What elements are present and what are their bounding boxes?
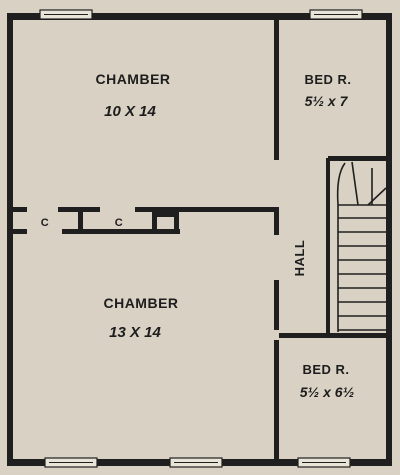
bed-bottom-size: 5½ x 6½ bbox=[300, 384, 355, 400]
chamber-bottom-name: CHAMBER bbox=[103, 295, 178, 311]
chamber-bottom-size: 13 X 14 bbox=[109, 324, 161, 341]
hall-label: HALL bbox=[292, 240, 307, 277]
stairway bbox=[326, 158, 387, 334]
bed-bottom-name: BED R. bbox=[302, 362, 349, 377]
closet-left-label: C bbox=[41, 217, 49, 229]
closet-right-label: C bbox=[115, 217, 123, 229]
window-top-left bbox=[39, 9, 93, 20]
interior-walls bbox=[13, 20, 392, 460]
window-bottom-middle bbox=[169, 457, 223, 468]
chamber-top-size: 10 X 14 bbox=[104, 103, 156, 120]
bed-top-size: 5½ x 7 bbox=[305, 93, 349, 109]
window-top-right bbox=[309, 9, 363, 20]
window-bottom-left bbox=[44, 457, 98, 468]
bed-top-name: BED R. bbox=[304, 72, 351, 87]
chamber-top-name: CHAMBER bbox=[95, 71, 170, 87]
window-bottom-right bbox=[297, 457, 351, 468]
